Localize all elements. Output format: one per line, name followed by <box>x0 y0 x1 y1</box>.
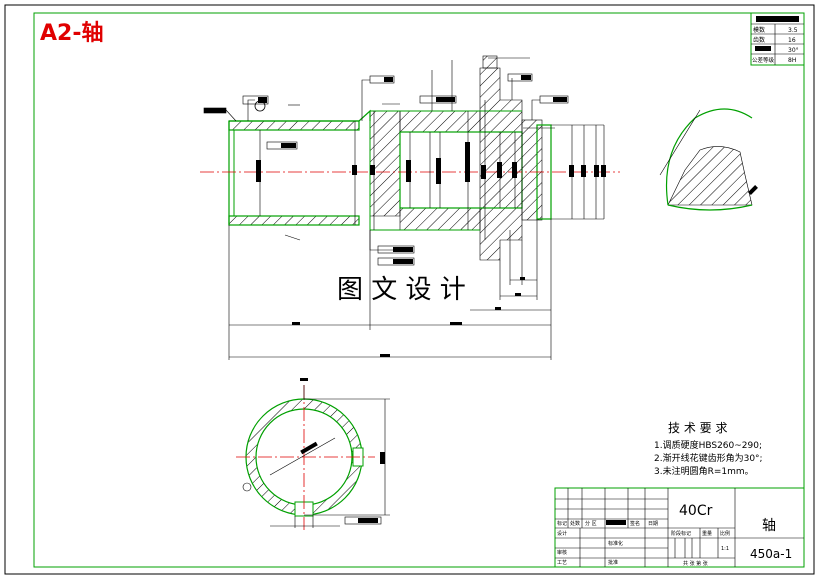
tb-zone-label: 分 区 <box>585 520 597 527</box>
tech-req-item: 1.调质硬度HBS260~290; <box>654 439 762 451</box>
watermark-text: 图 文 设 计 <box>337 275 466 305</box>
tb-stage-label: 阶段标记 <box>671 530 691 537</box>
spline-row-name: 公差等级 <box>752 56 775 64</box>
tb-design-label: 设计 <box>557 530 567 537</box>
tech-req-item: 3.未注明圆角R=1mm。 <box>654 465 754 477</box>
tb-review-label: 审核 <box>557 549 567 556</box>
title-block: 标记 处数 分 区 签名 日期 设计 标准化 审核 工艺 批准 阶段标记 重量 … <box>554 487 805 568</box>
sheet-label: A2-轴 <box>40 20 103 46</box>
tech-req-title: 技 术 要 求 <box>668 421 727 435</box>
shaft-section-view <box>200 55 620 360</box>
tb-mark-label: 标记 <box>557 520 567 527</box>
inner-frame <box>33 12 805 568</box>
tech-req-item: 2.渐开线花键齿形角为30°; <box>654 452 763 464</box>
tb-material: 40Cr <box>679 503 713 519</box>
spline-row-value: 30° <box>788 47 799 54</box>
tb-process-label: 工艺 <box>557 560 567 566</box>
tb-ratio-label: 比例 <box>720 530 730 537</box>
tb-sheets-label: 共 张 第 张 <box>683 560 708 567</box>
spline-row-value: 3.5 <box>788 27 798 34</box>
spline-row-value: 16 <box>788 37 796 44</box>
tb-count-label: 处数 <box>570 520 580 527</box>
spline-row-name: 齿数 <box>753 36 765 44</box>
spline-tooth-detail <box>659 108 758 211</box>
spline-table: 模数 3.5 齿数 16 30° 公差等级 8H <box>750 12 805 66</box>
tb-date-label: 日期 <box>648 521 658 527</box>
outer-border <box>4 4 815 575</box>
tb-weight-label: 重量 <box>702 530 712 537</box>
spline-row-value: 8H <box>788 57 796 64</box>
tb-scale-value: 1:1 <box>721 546 729 552</box>
tb-approve-label: 批准 <box>608 559 618 566</box>
tb-part-name: 轴 <box>762 518 776 534</box>
tb-sign-label: 签名 <box>630 520 640 527</box>
technical-requirements: 技 术 要 求 1.调质硬度HBS260~290; 2.渐开线花键齿形角为30°… <box>654 421 763 477</box>
cross-section-view <box>236 378 390 530</box>
tb-std-label: 标准化 <box>608 540 623 547</box>
tb-drawing-no: 450a-1 <box>750 547 792 561</box>
spline-row-name: 模数 <box>753 26 765 34</box>
